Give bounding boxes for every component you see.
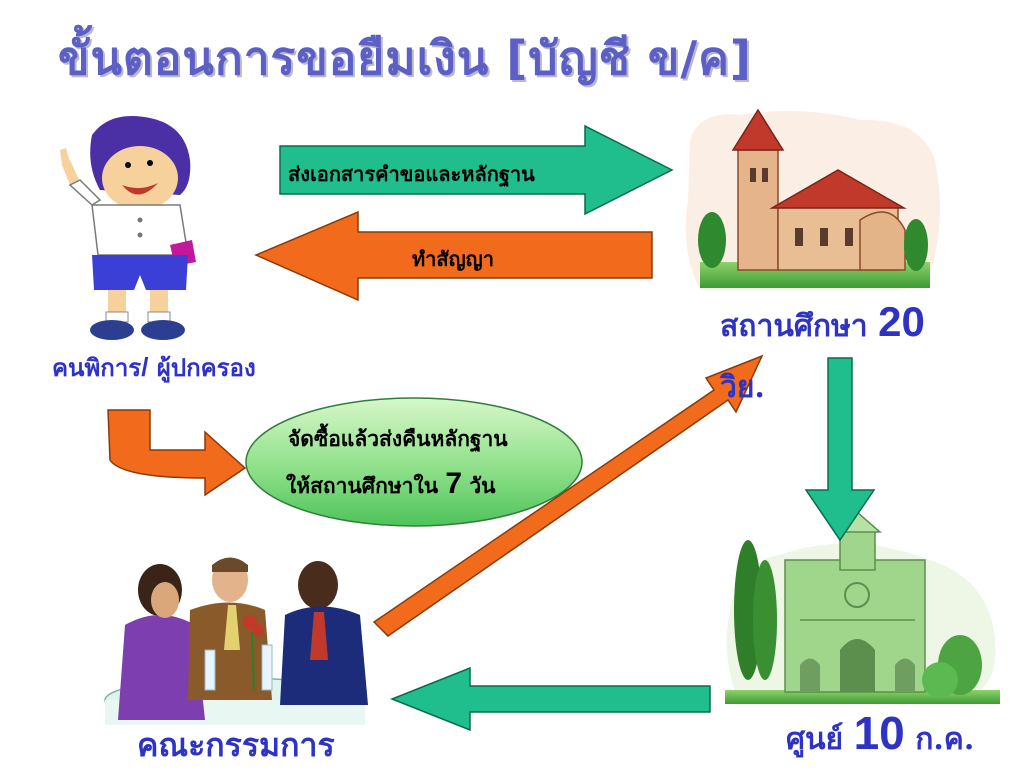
contract-arrow — [254, 210, 653, 302]
committee-to-school-arrow — [372, 354, 764, 637]
center-label-suffix: ก.ค. — [904, 722, 975, 757]
purchase-arrow — [107, 409, 247, 497]
school-label: สถานศึกษา 20 — [720, 298, 925, 350]
school-label-suffix: วิย. — [720, 370, 765, 405]
center-illustration — [725, 510, 1000, 704]
school-to-center-arrow — [804, 357, 876, 542]
school-label-number: 20 — [878, 298, 925, 345]
send-docs-label: ส่งเอกสารคำขอและหลักฐาน — [288, 162, 535, 186]
center-label: ศูนย์ 10 ก.ค. — [786, 706, 974, 763]
school-illustration — [685, 108, 940, 290]
center-label-number: 10 — [853, 707, 905, 759]
bubble-line-1: จัดซื้อแล้วส่งคืนหลักฐาน — [288, 426, 508, 451]
bubble-line-2-prefix: ให้สถานศึกษาใน — [286, 473, 446, 498]
contract-label: ทำสัญญา — [412, 247, 494, 271]
send-docs-arrow — [279, 124, 674, 216]
person-label-slash: / — [141, 352, 149, 382]
committee-illustration — [104, 557, 368, 725]
page-title: ขั้นตอนการขอยืมเงิน [บัญชี ข/ค] — [58, 31, 752, 85]
committee-label: คณะกรรมการ — [137, 726, 335, 764]
bubble-line-2-suffix: วัน — [462, 473, 496, 498]
person-label-rest: ผู้ปกครอง — [148, 353, 256, 382]
bubble-line-2: ให้สถานศึกษาใน 7 วัน — [286, 467, 496, 503]
person-illustration — [60, 116, 196, 340]
bubble-days-number: 7 — [445, 467, 463, 500]
school-label-prefix: สถานศึกษา — [720, 309, 879, 344]
return-evidence-bubble — [245, 397, 583, 527]
center-to-committee-arrow — [389, 666, 711, 732]
person-label: คนพิการ/ ผู้ปกครอง — [52, 348, 256, 387]
person-label-main: คนพิการ — [52, 353, 142, 382]
center-label-prefix: ศูนย์ — [786, 722, 854, 757]
